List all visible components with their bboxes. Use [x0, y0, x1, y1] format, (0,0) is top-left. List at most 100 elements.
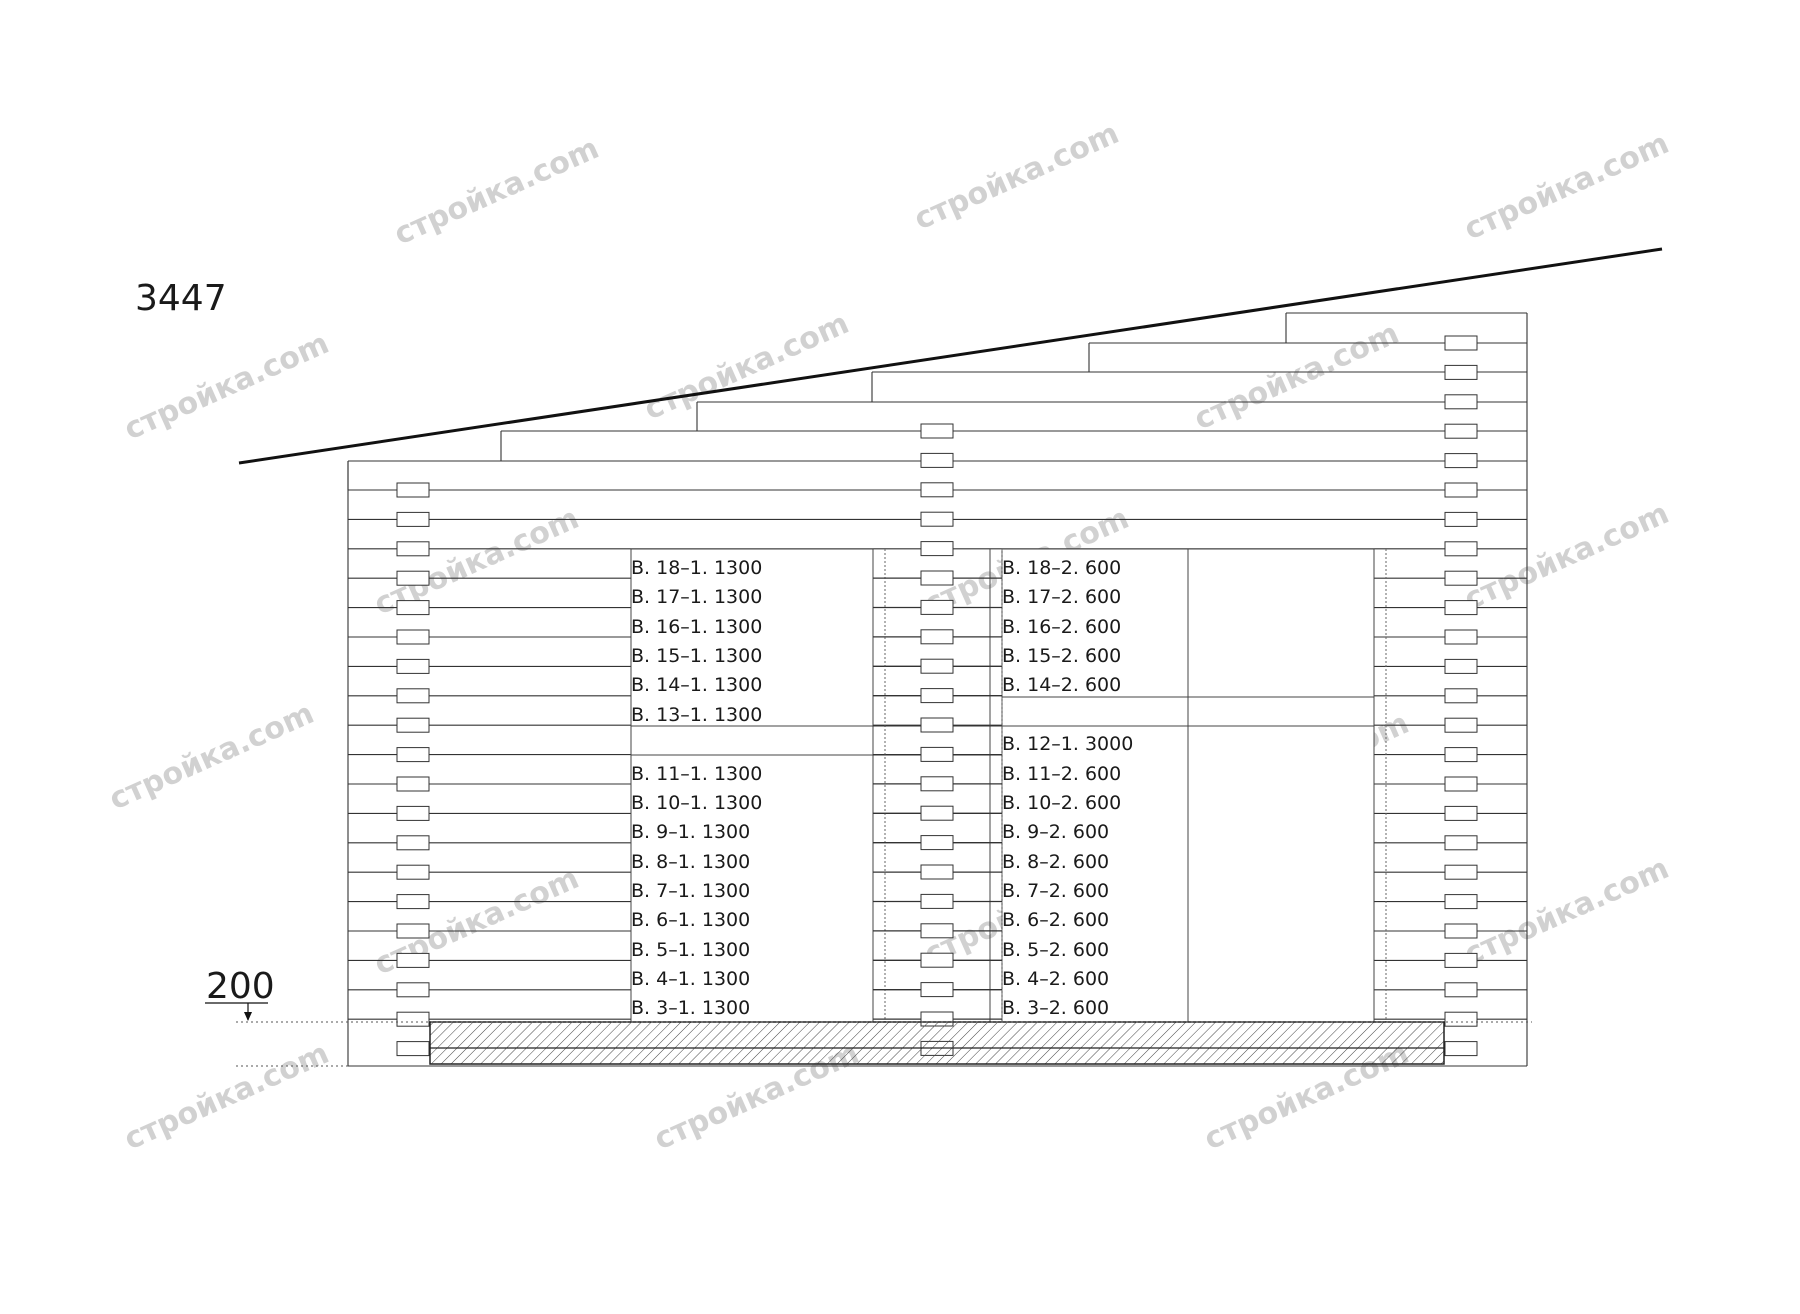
opening-label: В. 10–2. 600: [1002, 792, 1121, 814]
watermark-text: стройка.com: [909, 116, 1124, 237]
dowel-marker: [1444, 658, 1478, 674]
dowel-marker: [920, 482, 954, 498]
opening-label: В. 17–2. 600: [1002, 586, 1121, 608]
dowel-marker: [920, 423, 954, 439]
watermark-text: стройка.com: [1189, 316, 1404, 437]
dowel-marker: [920, 629, 954, 645]
opening-label: В. 10–1. 1300: [631, 792, 762, 814]
opening-label: В. 16–1. 1300: [631, 616, 762, 638]
dowel-marker: [1444, 923, 1478, 939]
dowel-marker: [396, 511, 430, 527]
dowel-marker: [396, 747, 430, 763]
opening-label: В. 4–2. 600: [1002, 968, 1109, 990]
dowel-marker: [920, 658, 954, 674]
foundation-strip: [236, 1021, 1532, 1067]
dowel-marker: [920, 835, 954, 851]
dowel-marker: [1444, 629, 1478, 645]
watermark-text: стройка.com: [119, 1036, 334, 1157]
opening-fill: [631, 549, 873, 1022]
dowel-marker: [920, 923, 954, 939]
dowel-marker: [1444, 864, 1478, 880]
dowel-marker: [396, 658, 430, 674]
dowel-marker: [1444, 423, 1478, 439]
dowel-marker: [396, 894, 430, 910]
dowel-marker: [396, 717, 430, 733]
opening-label: В. 4–1. 1300: [631, 968, 750, 990]
dowel-marker: [920, 541, 954, 557]
dowel-marker: [920, 746, 954, 762]
opening-label: В. 7–2. 600: [1002, 880, 1109, 902]
opening-label: В. 14–2. 600: [1002, 674, 1121, 696]
opening-label: В. 6–1. 1300: [631, 909, 750, 931]
dowel-marker: [1444, 747, 1478, 763]
dowel-marker: [920, 982, 954, 998]
dowel-marker: [1444, 776, 1478, 792]
opening-frames: [630, 548, 1387, 1023]
watermark-text: стройка.com: [1459, 851, 1674, 972]
dowel-marker: [1444, 894, 1478, 910]
opening-label: В. 11–2. 600: [1002, 763, 1121, 785]
dowel-marker: [1444, 570, 1478, 586]
opening-label: В. 8–2. 600: [1002, 851, 1109, 873]
elevation-number: 3447: [135, 278, 227, 319]
opening-label: В. 9–2. 600: [1002, 821, 1109, 843]
dowel-markers: [396, 335, 1478, 1057]
dowel-marker: [396, 570, 430, 586]
dowel-marker: [920, 452, 954, 468]
watermark-text: стройка.com: [639, 306, 854, 427]
opening-label: В. 12–1. 3000: [1002, 733, 1133, 755]
watermark-text: стройка.com: [104, 696, 319, 817]
dowel-marker: [1444, 335, 1478, 351]
dowel-marker: [396, 1041, 430, 1057]
dowel-marker: [1444, 511, 1478, 527]
opening-label: В. 6–2. 600: [1002, 909, 1109, 931]
dowel-marker: [1444, 835, 1478, 851]
dowel-marker: [396, 482, 430, 498]
opening-label: В. 15–1. 1300: [631, 645, 762, 667]
opening-label: В. 16–2. 600: [1002, 616, 1121, 638]
dowel-marker: [920, 952, 954, 968]
dowel-marker: [396, 805, 430, 821]
dowel-marker: [396, 541, 430, 557]
dowel-marker: [920, 893, 954, 909]
watermark-text: стройка.com: [119, 326, 334, 447]
dowel-marker: [1444, 394, 1478, 410]
opening-label: В. 5–1. 1300: [631, 939, 750, 961]
dowel-marker: [1444, 1011, 1478, 1027]
dowel-marker: [920, 776, 954, 792]
dowel-marker: [1444, 482, 1478, 498]
dowel-marker: [396, 835, 430, 851]
opening-label: В. 7–1. 1300: [631, 880, 750, 902]
left-opening-labels: В. 18–1. 1300 В. 17–1. 1300 В. 16–1. 130…: [631, 557, 762, 1019]
opening-label: В. 17–1. 1300: [631, 586, 762, 608]
opening-label: В. 3–2. 600: [1002, 997, 1109, 1019]
watermark-text: стройка.com: [1459, 126, 1674, 247]
dowel-marker: [396, 1011, 430, 1027]
offset-dimension: 200: [205, 966, 275, 1021]
dowel-marker: [1444, 805, 1478, 821]
opening-label: В. 3–1. 1300: [631, 997, 750, 1019]
dowel-marker: [1444, 688, 1478, 704]
dowel-marker: [920, 805, 954, 821]
dowel-marker: [920, 599, 954, 615]
offset-dimension-label: 200: [206, 966, 275, 1007]
watermark-text: стройка.com: [389, 131, 604, 252]
dowel-marker: [396, 629, 430, 645]
dowel-marker: [1444, 600, 1478, 616]
dowel-marker: [920, 511, 954, 527]
opening-fill: [1188, 549, 1374, 1022]
opening-label: В. 18–2. 600: [1002, 557, 1121, 579]
right-opening-labels: В. 18–2. 600 В. 17–2. 600 В. 16–2. 600 В…: [1002, 557, 1133, 1019]
opening-label: В. 14–1. 1300: [631, 674, 762, 696]
dowel-marker: [920, 717, 954, 733]
dowel-marker: [1444, 364, 1478, 380]
dowel-marker: [396, 688, 430, 704]
opening-label: В. 5–2. 600: [1002, 939, 1109, 961]
dowel-marker: [396, 952, 430, 968]
roof-slope-line: [238, 247, 1663, 465]
dowel-marker: [1444, 982, 1478, 998]
dowel-marker: [920, 864, 954, 880]
dowel-marker: [920, 570, 954, 586]
opening-label: В. 9–1. 1300: [631, 821, 750, 843]
